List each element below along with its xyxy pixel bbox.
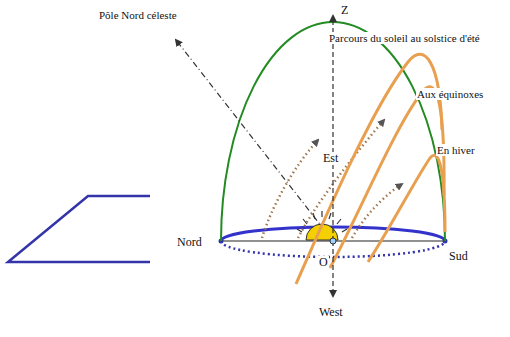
zenith-label: Z: [340, 4, 349, 17]
summer-path-back: [262, 140, 318, 238]
west-axis: [332, 241, 333, 296]
pole-axis: [176, 40, 333, 241]
summer-label: Parcours du soleil au solstice d'été: [328, 32, 481, 44]
equinox-path: [330, 87, 444, 268]
winter-path: [368, 155, 445, 262]
origin-label: O: [318, 256, 329, 269]
zenith-axis: [332, 16, 333, 241]
west-label: West: [318, 306, 344, 319]
ground-plane: [8, 196, 150, 262]
equinox-label: Aux équinoxes: [416, 88, 484, 100]
south-label: Sud: [448, 250, 469, 263]
east-label: Est: [322, 152, 339, 165]
origin-point: [330, 238, 336, 244]
winter-label: En hiver: [436, 144, 476, 156]
north-label: Nord: [176, 236, 203, 249]
pole-label: Pôle Nord céleste: [98, 9, 178, 21]
equinox-path-back: [298, 120, 384, 238]
